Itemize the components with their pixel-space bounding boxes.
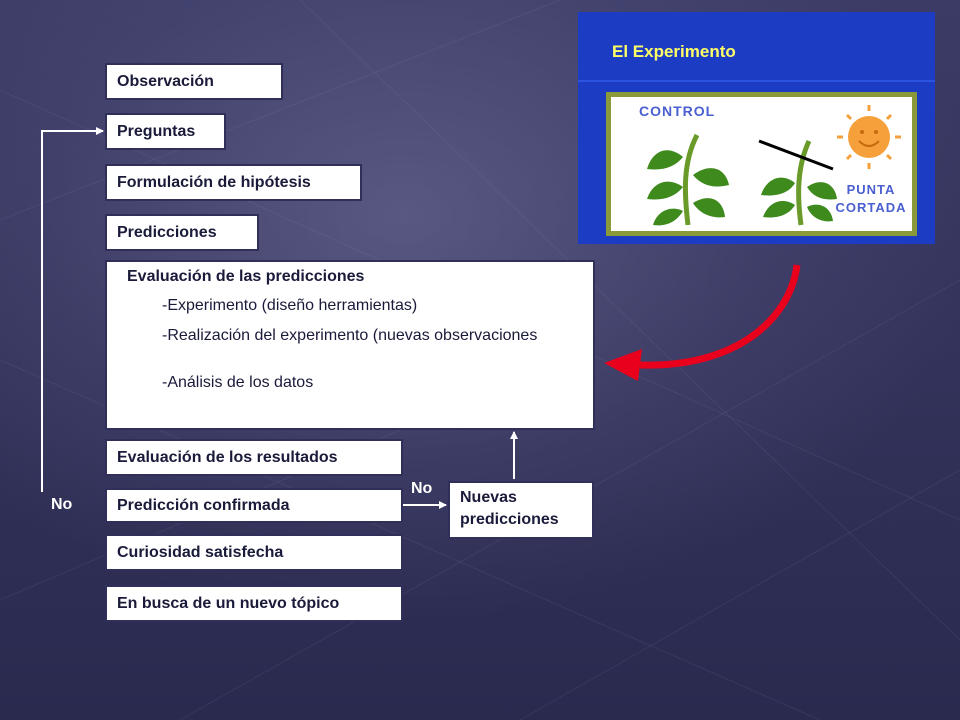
step-prediccion-confirmada: Predicción confirmada [105,488,403,523]
experiment-panel: El Experimento [578,12,935,244]
curved-red-arrow [639,264,801,369]
step-predicciones-label: Predicciones [117,223,217,241]
evaluation-item: -Realización del experimento (nuevas obs… [162,327,538,344]
nuevas-line2: predicciones [460,511,559,528]
step-evaluacion-resultados-label: Evaluación de los resultados [117,448,338,466]
step-hipotesis-label: Formulación de hipótesis [117,173,311,191]
step-evaluacion-resultados: Evaluación de los resultados [105,439,403,476]
experiment-scene: CONTROL PUNTA CORTADA [606,92,917,236]
plants-illustration [647,105,901,226]
loop-back-arrow [41,127,104,492]
step-hipotesis: Formulación de hipótesis [105,164,362,201]
control-label: CONTROL [639,103,716,119]
step-nuevo-topico: En busca de un nuevo tópico [105,585,403,622]
step-curiosidad: Curiosidad satisfecha [105,534,403,571]
cut-label: PUNTA CORTADA [816,181,926,217]
step-observacion: Observación [105,63,283,100]
experiment-title: El Experimento [612,42,736,61]
curved-red-arrowhead [604,349,642,381]
nuevas-predicciones-box: Nuevas predicciones [448,481,594,539]
control-plant-icon [647,133,729,226]
panel-divider [578,80,935,82]
evaluation-box: Evaluación de las predicciones -Experime… [105,260,595,430]
step-predicciones: Predicciones [105,214,259,251]
step-preguntas: Preguntas [105,113,226,150]
sun-icon [837,105,901,169]
cut-label-line1: PUNTA [846,182,896,197]
nuevas-line1: Nuevas [460,489,517,506]
step-observacion-label: Observación [117,72,214,90]
no-label-right: No [411,480,433,497]
step-curiosidad-label: Curiosidad satisfecha [117,543,284,561]
step-nuevo-topico-label: En busca de un nuevo tópico [117,594,340,612]
cut-line-icon [758,139,834,171]
cut-label-line2: CORTADA [835,200,907,215]
evaluation-item: -Experimento (diseño herramientas) [162,297,418,314]
step-prediccion-confirmada-label: Predicción confirmada [117,496,290,514]
no-label-left: No [51,496,73,513]
cut-plant-icon [761,139,837,226]
evaluation-item: -Análisis de los datos [162,374,314,391]
evaluation-title: Evaluación de las predicciones [127,268,365,285]
step-preguntas-label: Preguntas [117,122,196,140]
